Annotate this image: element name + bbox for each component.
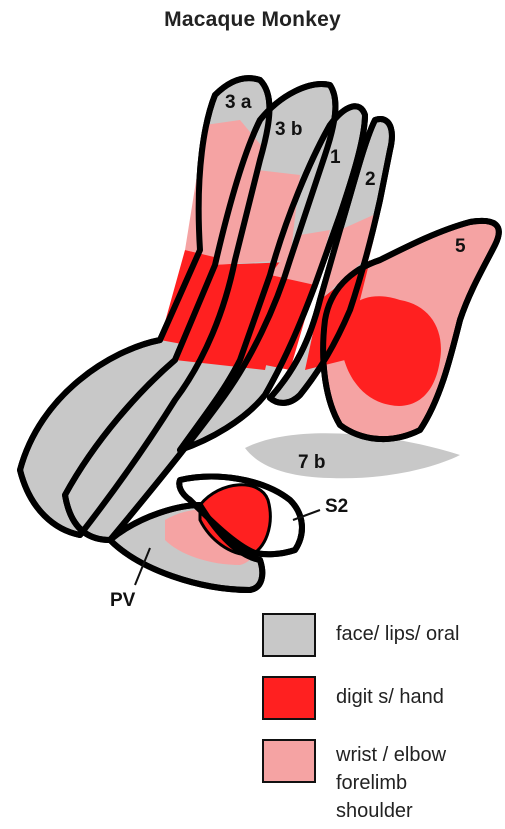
legend-swatch-wrist [262,739,316,783]
label-7b: 7 b [298,452,325,473]
legend-swatch-digits [262,676,316,720]
legend-label-digits: digit s/ hand [336,682,444,712]
label-3a: 3 a [225,92,252,113]
legend-label-wrist-3: shoulder [336,796,413,826]
label-2: 2 [365,169,376,190]
legend-swatch-face [262,613,316,657]
label-1: 1 [330,147,341,168]
label-3b: 3 b [275,119,302,140]
label-pv: PV [110,590,136,611]
area-7b-region [245,433,460,478]
label-5: 5 [455,236,466,257]
legend-label-wrist-2: forelimb [336,768,407,798]
label-s2: S2 [325,496,348,517]
legend-label-wrist-1: wrist / elbow [336,740,446,770]
legend-label-face: face/ lips/ oral [336,619,459,649]
